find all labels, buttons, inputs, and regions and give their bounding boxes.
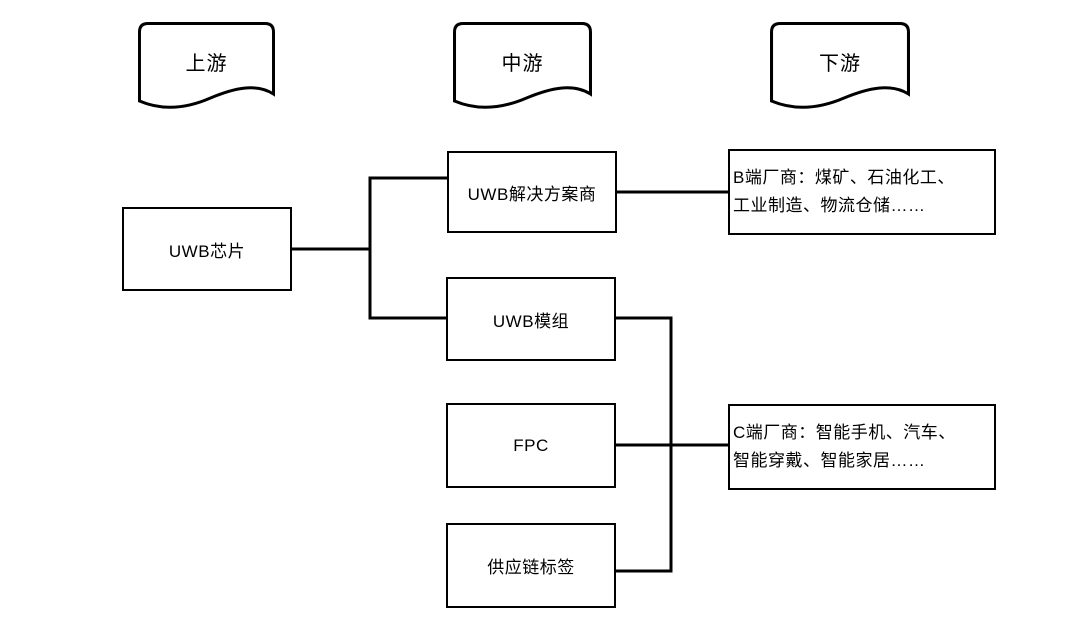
stage-label-midstream: 中游 — [501, 52, 544, 75]
flag-shape — [138, 22, 275, 109]
stage-flag-upstream: 上游 — [138, 22, 275, 112]
flag-shape — [453, 22, 592, 109]
node-b-side-customers-text: B端厂商：煤矿、石油化工、 工业制造、物流仓储…… — [733, 168, 955, 215]
flag-shape — [770, 22, 910, 109]
node-uwb-chip: UWB芯片 — [122, 207, 292, 291]
node-uwb-chip-label: UWB芯片 — [168, 241, 246, 261]
node-c-side-customers: C端厂商：智能手机、汽车、 智能穿戴、智能家居…… — [728, 404, 996, 490]
node-c-side-customers-text: C端厂商：智能手机、汽车、 智能穿戴、智能家居…… — [733, 423, 956, 470]
edge-branch-solution-module — [368, 176, 447, 320]
stage-label-upstream: 上游 — [185, 52, 228, 75]
stage-flag-midstream: 中游 — [453, 22, 592, 112]
node-uwb-module-label: UWB模组 — [492, 311, 570, 331]
stage-label-downstream: 下游 — [819, 52, 861, 75]
node-supply-chain-tag: 供应链标签 — [446, 523, 616, 608]
node-supply-chain-tag-label: 供应链标签 — [487, 558, 575, 577]
node-uwb-solution-provider-label: UWB解决方案商 — [467, 184, 597, 204]
node-uwb-solution-provider: UWB解决方案商 — [447, 151, 617, 233]
stage-flag-downstream: 下游 — [770, 22, 910, 112]
node-fpc: FPC — [446, 403, 616, 488]
node-uwb-module: UWB模组 — [446, 277, 616, 361]
node-b-side-customers: B端厂商：煤矿、石油化工、 工业制造、物流仓储…… — [728, 149, 996, 235]
node-fpc-label: FPC — [513, 435, 549, 455]
